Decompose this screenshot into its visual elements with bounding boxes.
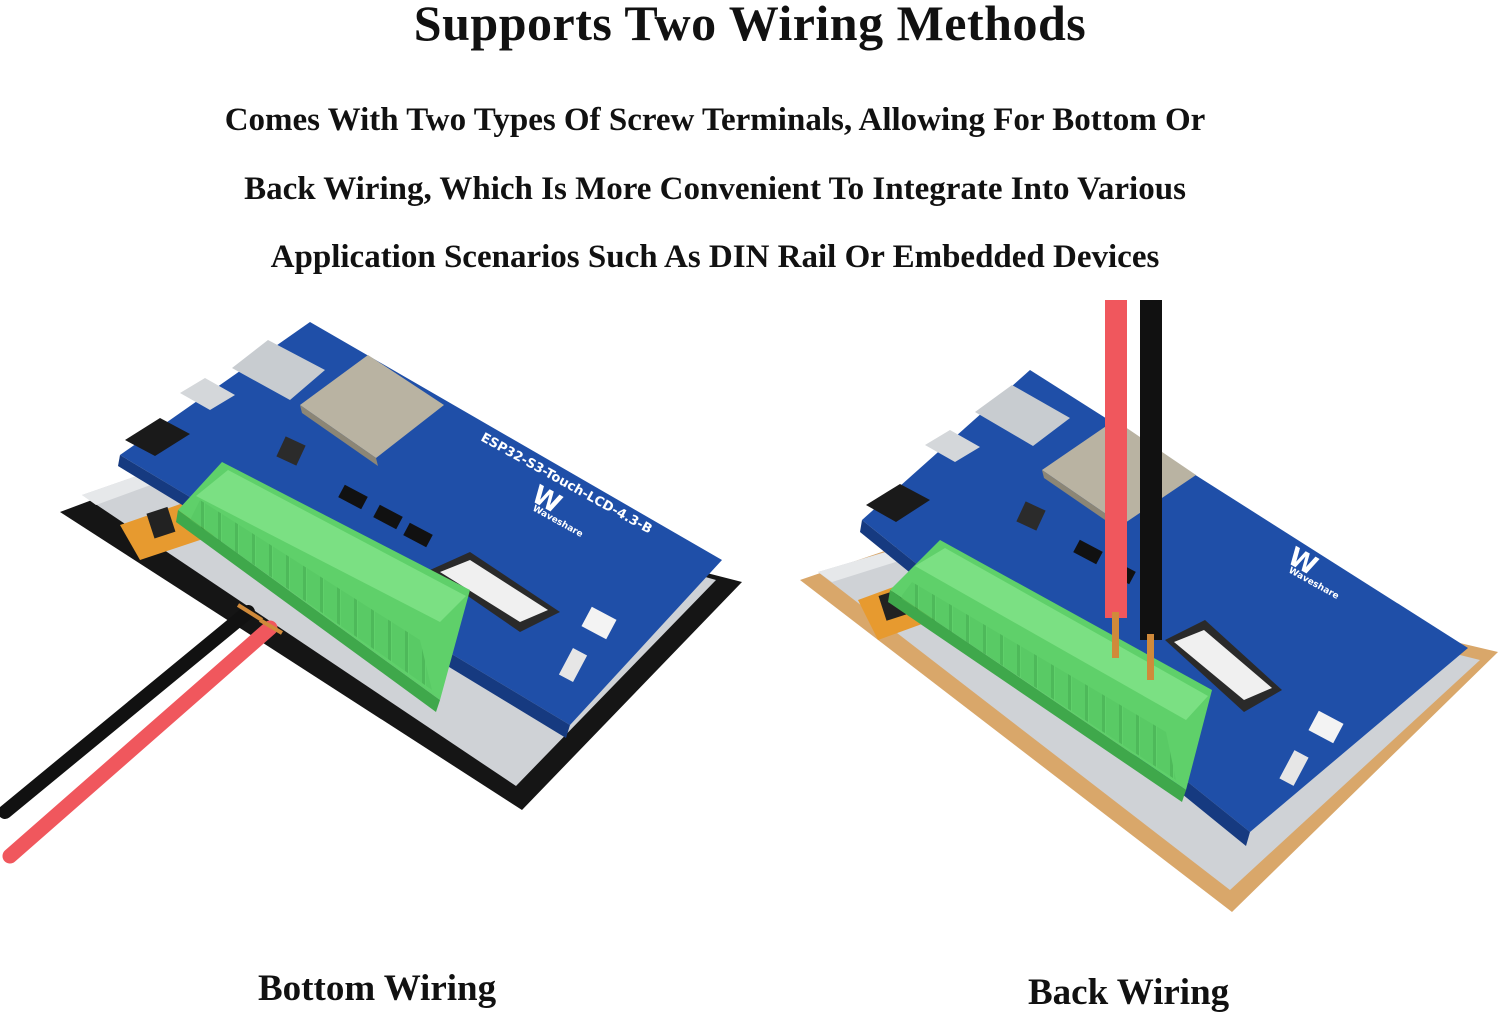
wire-red: [1105, 300, 1127, 618]
wire-black: [1140, 300, 1162, 640]
screw-terminal-block: [176, 462, 470, 712]
sd-card-slot: [975, 385, 1070, 446]
subtitle-line-2: Back Wiring, Which Is More Convenient To…: [244, 171, 1186, 207]
pcb-board: [120, 322, 722, 725]
usb-c-port: [925, 430, 980, 462]
usb-c-port: [180, 378, 235, 410]
caption-bottom-wiring: Bottom Wiring: [258, 968, 497, 1009]
subtitle-line-1: Comes With Two Types Of Screw Terminals,…: [224, 102, 1206, 138]
subtitle-line-3: Application Scenarios Such As DIN Rail O…: [270, 239, 1160, 275]
screw-terminal-block: [888, 540, 1212, 802]
wire-black: [0, 605, 255, 819]
esp32-module: [300, 355, 444, 458]
caption-back-wiring: Back Wiring: [1028, 972, 1230, 1013]
page-title: Supports Two Wiring Methods: [413, 0, 1087, 51]
back-wiring-photo: ESP32-S3-Touch-LCD-4.3-B W Waveshare: [800, 300, 1498, 912]
sd-card-slot: [232, 340, 325, 400]
wire-red: [2, 620, 278, 864]
bottom-wiring-photo: ESP32-S3-Touch-LCD-4.3-B W Waveshare: [0, 322, 742, 864]
